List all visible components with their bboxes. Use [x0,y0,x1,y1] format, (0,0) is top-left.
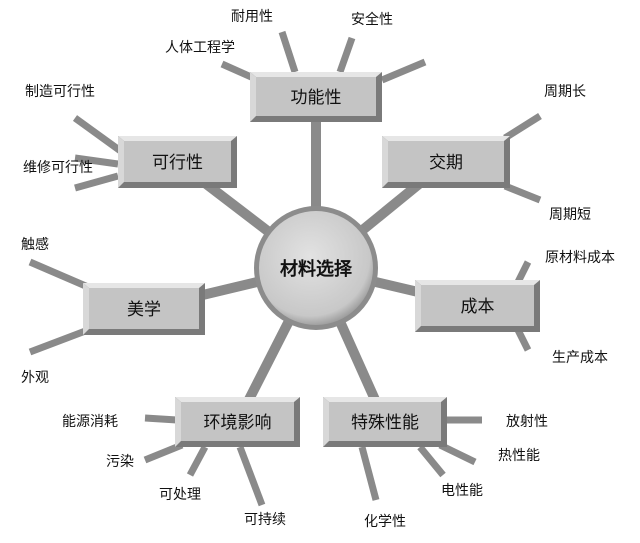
category-label: 美学 [127,300,161,320]
category-label: 环境影响 [204,413,272,433]
leaf-label: 污染 [106,454,134,470]
branch-line [503,182,542,204]
leaf-label: 外观 [21,370,49,386]
category-box: 美学 [83,283,205,335]
branch-line [438,441,477,466]
leaf-label: 周期短 [549,207,591,223]
leaf-label: 可处理 [159,487,201,503]
leaf-label: 制造可行性 [25,84,95,100]
leaf-label: 耐用性 [231,9,273,25]
center-node: 材料选择 [254,206,378,330]
leaf-label: 人体工程学 [165,40,235,56]
leaf-label: 维修可行性 [23,160,93,176]
category-box: 交期 [382,136,510,188]
category-box: 功能性 [250,72,382,122]
branch-line [72,115,125,155]
branch-line [144,414,178,424]
branch-line [28,258,90,291]
branch-line [143,441,184,464]
leaf-label: 安全性 [351,11,393,28]
leaf-label: 能源消耗 [62,414,118,430]
category-label: 可行性 [152,153,203,173]
branch-line [514,328,532,352]
leaf-label: 电性能 [441,483,483,499]
category-label: 交期 [429,153,463,173]
leaf-label: 触感 [21,236,49,253]
branch-line [336,36,356,74]
category-label: 功能性 [291,88,342,108]
category-box: 特殊性能 [323,397,447,447]
category-box: 成本 [415,280,540,332]
branch-line [514,260,532,284]
leaf-label: 周期长 [544,84,586,100]
branch-line [236,445,266,507]
branch-line [417,444,446,478]
category-box: 可行性 [118,136,237,188]
branch-line [74,154,119,168]
leaf-label: 原材料成本 [545,250,615,266]
category-label: 特殊性能 [351,413,419,433]
branch-line [358,446,380,501]
branch-line [503,113,542,141]
branch-line [186,445,209,477]
leaf-label: 热性能 [498,448,540,464]
leaf-label: 放射性 [506,414,548,430]
branch-line [28,326,90,356]
branch-line [278,30,299,74]
center-label: 材料选择 [280,258,353,280]
branch-line [380,58,427,84]
leaf-label: 化学性 [364,514,406,530]
branch-line [74,172,119,192]
leaf-label: 生产成本 [552,350,608,366]
leaf-label: 可持续 [244,511,286,528]
category-box: 环境影响 [175,397,300,447]
category-label: 成本 [461,297,495,317]
